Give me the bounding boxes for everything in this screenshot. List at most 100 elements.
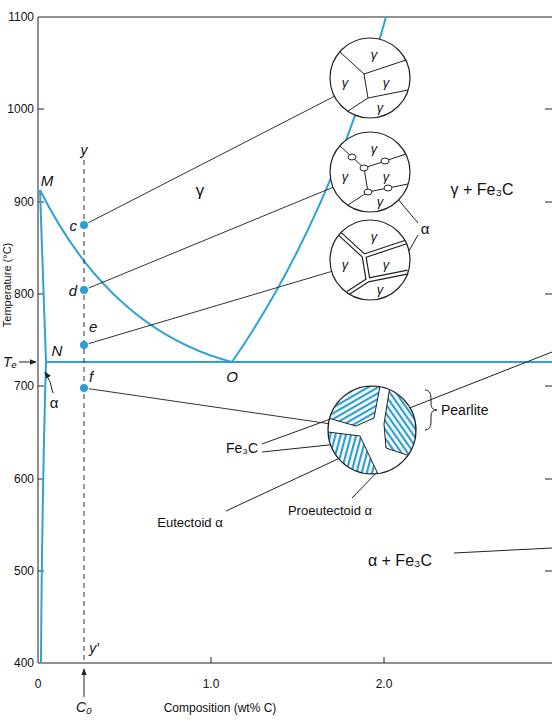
ferrite-layer xyxy=(340,234,408,293)
phase-boundaries xyxy=(40,17,552,663)
c0-arrow xyxy=(84,669,85,697)
circle-outline xyxy=(328,386,416,474)
leader-lines xyxy=(19,191,552,697)
ferrite-grain xyxy=(364,189,372,195)
right-ticks xyxy=(545,109,552,571)
leader-line xyxy=(89,389,329,424)
phase-label: α xyxy=(50,395,59,410)
a3-line xyxy=(40,190,232,362)
phase-symbol: γ xyxy=(377,101,384,114)
phase-label: γ + Fe₃C xyxy=(451,182,514,198)
pearlite-brace xyxy=(425,390,437,430)
phase-symbol: γ xyxy=(371,142,378,155)
axis-title: Composition (wt% C) xyxy=(164,702,277,714)
grain-boundary xyxy=(340,146,408,205)
phase-symbol: γ xyxy=(383,170,390,183)
composition-line xyxy=(84,160,85,660)
pearlite-microstructure xyxy=(328,386,416,474)
microstructure-circle: γγγγ xyxy=(330,132,410,212)
line-end-label: y′ xyxy=(89,641,99,655)
callout-label: Proeutectoid α xyxy=(288,504,372,517)
leader-line xyxy=(89,187,333,288)
point-label: d xyxy=(69,283,77,298)
leader-line xyxy=(89,271,332,343)
austenite-ferrite-grains xyxy=(330,132,410,212)
point-label: O xyxy=(226,369,238,384)
austenite-ferrite-grains xyxy=(330,220,410,300)
ferrite-nuclei xyxy=(348,154,392,195)
eutectoid-isotherm xyxy=(46,361,552,363)
phase-symbol: γ xyxy=(377,195,384,208)
alpha-arrow xyxy=(45,372,53,393)
phase-symbol: γ xyxy=(383,76,390,89)
circle-ground xyxy=(328,386,416,474)
phase-symbol: γ xyxy=(342,258,349,271)
circle-ground xyxy=(330,220,410,300)
microstructure-circle: γγγγ xyxy=(330,38,410,118)
circle-ground xyxy=(330,38,410,118)
callout-label: α xyxy=(421,221,430,236)
tick-label: 1100 xyxy=(8,11,34,23)
state-point: d xyxy=(80,286,88,294)
state-point: e xyxy=(80,341,88,349)
state-point: c xyxy=(80,221,88,229)
y-axis xyxy=(38,17,39,663)
phase-label: γ xyxy=(196,182,205,199)
point-label: M xyxy=(41,173,54,188)
alpha-boundary xyxy=(40,190,46,362)
leader-line xyxy=(88,96,334,222)
tick-label: 2.0 xyxy=(376,678,393,690)
tick-label: 1000 xyxy=(7,103,34,115)
structure-label: Pearlite xyxy=(441,403,488,417)
ferrite-grain xyxy=(360,165,368,171)
alpha-solvus xyxy=(41,362,46,663)
cementite-leader xyxy=(262,417,336,444)
cementite-leader xyxy=(262,444,338,452)
point-label: N xyxy=(52,343,63,358)
microstructure-circle: γγγγ xyxy=(330,220,410,300)
x-ticks xyxy=(211,657,384,663)
slide-pointer xyxy=(454,548,552,553)
microstructure-circle: Pearlite xyxy=(328,386,416,474)
circle-ground xyxy=(330,132,410,212)
line-end-label: y xyxy=(81,143,88,157)
phase-symbol: γ xyxy=(342,170,349,183)
grain-boundary xyxy=(340,52,408,111)
circle-outline xyxy=(330,220,410,300)
axis-title: Temperature (°C) xyxy=(2,243,13,327)
callout-label: Eutectoid α xyxy=(157,516,222,529)
top-frame xyxy=(38,17,552,18)
tick-label: 1.0 xyxy=(203,678,220,690)
phase-symbol: γ xyxy=(371,48,378,61)
callout-label: Fe₃C xyxy=(226,441,258,455)
austenite-grains xyxy=(330,38,410,118)
tick-label: 800 xyxy=(14,288,34,300)
phase-symbol: γ xyxy=(371,230,378,243)
tick-label: 900 xyxy=(14,196,34,208)
tick-label: 400 xyxy=(14,657,34,669)
eutectoid-temperature-label: Tₑ xyxy=(3,355,17,369)
tick-label: 500 xyxy=(14,565,34,577)
ferrite-grain xyxy=(384,185,392,191)
axis-frame xyxy=(38,17,552,663)
circle-outline xyxy=(330,132,410,212)
ferrite-layer-core xyxy=(340,234,408,293)
point-label: e xyxy=(89,319,97,334)
state-point: f xyxy=(80,384,88,392)
phase-symbol: γ xyxy=(377,283,384,296)
circle-outline xyxy=(330,38,410,118)
tick-label: 0 xyxy=(35,678,42,690)
pearlite-colonies xyxy=(328,386,416,474)
pearlite-colony xyxy=(328,432,378,474)
phase-label: α + Fe₃C xyxy=(368,553,432,569)
te-arrow xyxy=(19,362,36,363)
ferrite-grain xyxy=(348,154,356,160)
phase-symbol: γ xyxy=(342,76,349,89)
tick-label: 600 xyxy=(14,473,34,485)
tick-label: 700 xyxy=(14,380,34,392)
circle-outline xyxy=(328,386,416,474)
